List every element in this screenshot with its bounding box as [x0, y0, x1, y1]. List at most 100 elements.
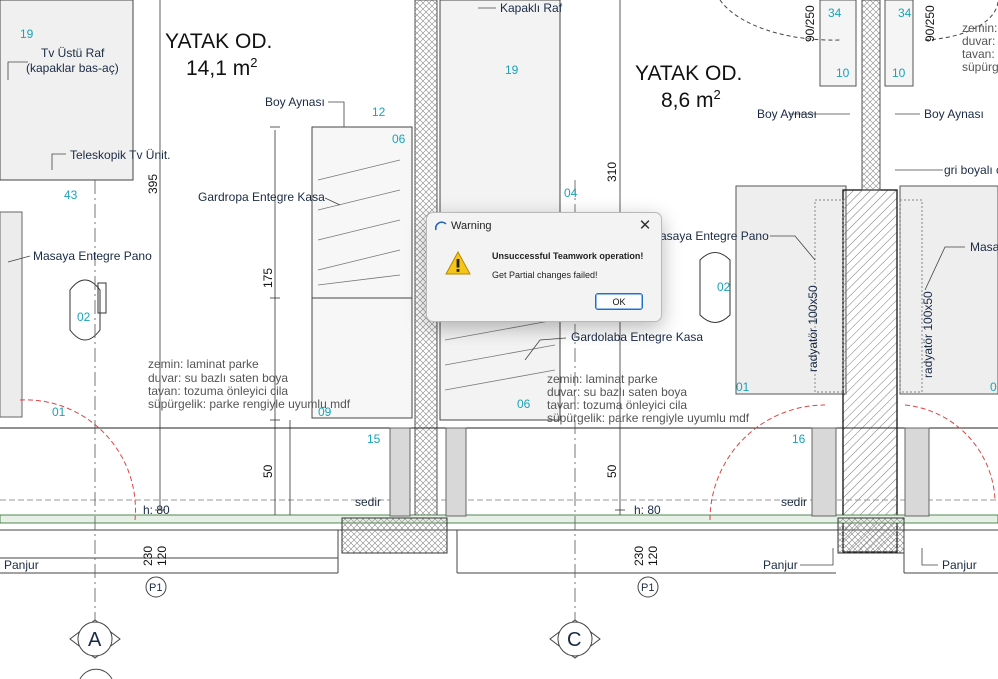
- num-02b: 02: [717, 280, 731, 294]
- wardrobe-upper: [311, 126, 413, 300]
- spec-right-duvar: duvar: su bazlı saten boya: [547, 385, 687, 399]
- grid-label-c: C: [567, 629, 581, 651]
- label-gardolaba: Gardolaba Entegre Kasa: [571, 330, 703, 344]
- spec-trunc-supurgelik: süpürg: [962, 60, 998, 74]
- num-04: 04: [564, 186, 578, 200]
- num-19b: 19: [505, 63, 519, 77]
- room-2-area: 8,6 m2: [661, 87, 721, 112]
- num-10a: 10: [836, 66, 850, 80]
- dim-50b: 50: [605, 464, 619, 478]
- num-12: 12: [372, 105, 386, 119]
- ok-button[interactable]: OK: [595, 293, 643, 310]
- label-gardropa: Gardropa Entegre Kasa: [198, 190, 325, 204]
- room-1-name: YATAK OD.: [165, 30, 272, 53]
- label-sedir-2: sedir: [781, 495, 807, 509]
- left-desk: [0, 211, 23, 418]
- spec-trunc-tavan: tavan:: [962, 47, 995, 61]
- num-34b: 34: [898, 6, 912, 20]
- num-43: 43: [64, 188, 78, 202]
- door-swing-right: [904, 404, 996, 501]
- grid-circle-c: [557, 621, 593, 657]
- label-radyator-1: radyatör 100x50: [806, 285, 820, 372]
- chair-left: [69, 279, 107, 341]
- num-06b: 06: [517, 397, 531, 411]
- spec-left-supurgelik: süpürgelik: parke rengiyle uyumlu mdf: [148, 397, 351, 411]
- tv-cabinet: [0, 0, 134, 181]
- grid-circle-a: [77, 621, 113, 657]
- shelf-right: [884, 0, 914, 87]
- num-15: 15: [367, 432, 381, 446]
- dim-90-250a: 90/250: [803, 5, 817, 42]
- spec-right-tavan: tavan: tozuma önleyici cila: [547, 398, 687, 412]
- leader-lines: [7, 7, 965, 566]
- label-panjur-2: Panjur: [763, 558, 798, 572]
- radiator-right: [899, 199, 923, 393]
- shelf-left: [819, 0, 857, 87]
- door-swing-mid: [709, 404, 826, 521]
- dim-120b: 120: [646, 546, 660, 566]
- grid-label-a: A: [88, 629, 102, 651]
- dialog-title: Warning: [451, 220, 492, 232]
- dialog-message: Get Partial changes failed!: [492, 270, 598, 280]
- label-kapakli-raf: Kapaklı Raf: [500, 1, 563, 15]
- num-0: 0: [990, 380, 997, 394]
- spec-trunc-zemin: zemin:: [962, 21, 997, 35]
- label-radyator-2: radyatör 100x50: [921, 291, 935, 378]
- radiator-left: [814, 199, 844, 393]
- label-masaya-pano-right: Masaya Entegre Pano: [650, 229, 769, 243]
- label-boy-aynasi-2: Boy Aynası: [757, 107, 817, 121]
- label-masaya-pano-left: Masaya Entegre Pano: [33, 249, 152, 263]
- dim-90-250b: 90/250: [923, 5, 937, 42]
- section-marker-p1-left: [145, 576, 167, 598]
- num-10b: 10: [892, 66, 906, 80]
- label-tv-raf-sub: (kapaklar bas-aç): [26, 61, 119, 75]
- spec-left-duvar: duvar: su bazlı saten boya: [148, 371, 288, 385]
- label-tv-raf: Tv Üstü Raf: [41, 46, 105, 60]
- num-19a: 19: [20, 27, 34, 41]
- exterior-wall: [0, 427, 998, 574]
- chair-right: [699, 252, 731, 323]
- label-h80-2: h: 80: [634, 503, 661, 517]
- num-02a: 02: [77, 310, 91, 324]
- label-panjur-3: Panjur: [942, 558, 977, 572]
- label-h80-1: h: 80: [143, 503, 170, 517]
- num-01a: 01: [52, 405, 66, 419]
- label-sedir-1: sedir: [355, 495, 381, 509]
- num-01b: 01: [736, 380, 750, 394]
- right-wardrobe: [439, 0, 561, 421]
- right-desk: [735, 185, 847, 395]
- label-teleskopik: Teleskopik Tv Ünit.: [70, 148, 170, 162]
- num-06a: 06: [392, 132, 406, 146]
- close-icon[interactable]: ✕: [638, 217, 652, 234]
- door-swing-left: [19, 399, 136, 521]
- spec-right-zemin: zemin: laminat parke: [547, 372, 658, 386]
- dim-50a: 50: [261, 464, 275, 478]
- spec-left-zemin: zemin: laminat parke: [148, 357, 259, 371]
- num-16: 16: [792, 432, 806, 446]
- spec-right-supurgelik: süpürgelik: parke rengiyle uyumlu mdf: [547, 411, 750, 425]
- warning-icon: [445, 251, 471, 275]
- room-1-area: 14,1 m2: [186, 55, 257, 80]
- upper-wall: [861, 0, 881, 191]
- label-p1-right: P1: [641, 582, 654, 594]
- section-marker-p1-right: [637, 576, 659, 598]
- door-swing-top-right: [924, 0, 998, 41]
- num-34a: 34: [828, 6, 842, 20]
- label-p1-left: P1: [149, 582, 162, 594]
- grid-circle-bottom: [79, 668, 113, 679]
- dim-310: 310: [605, 162, 619, 182]
- warning-dialog: Warning ✕ Unsuccessful Teamwork operatio…: [426, 212, 662, 322]
- label-boy-aynasi-1: Boy Aynası: [265, 95, 325, 109]
- wardrobe-lower: [311, 297, 413, 419]
- dim-395: 395: [146, 174, 160, 194]
- right-wardrobe-hatch: [444, 319, 556, 391]
- spec-left-tavan: tavan: tozuma önleyici cila: [148, 384, 288, 398]
- dim-120a: 120: [155, 546, 169, 566]
- num-09: 09: [318, 405, 332, 419]
- door-swing-top: [719, 0, 841, 41]
- dialog-titlebar[interactable]: Warning ✕: [427, 213, 661, 239]
- dim-175: 175: [261, 268, 275, 288]
- dim-230a: 230: [141, 546, 155, 566]
- room-2-name: YATAK OD.: [635, 62, 742, 85]
